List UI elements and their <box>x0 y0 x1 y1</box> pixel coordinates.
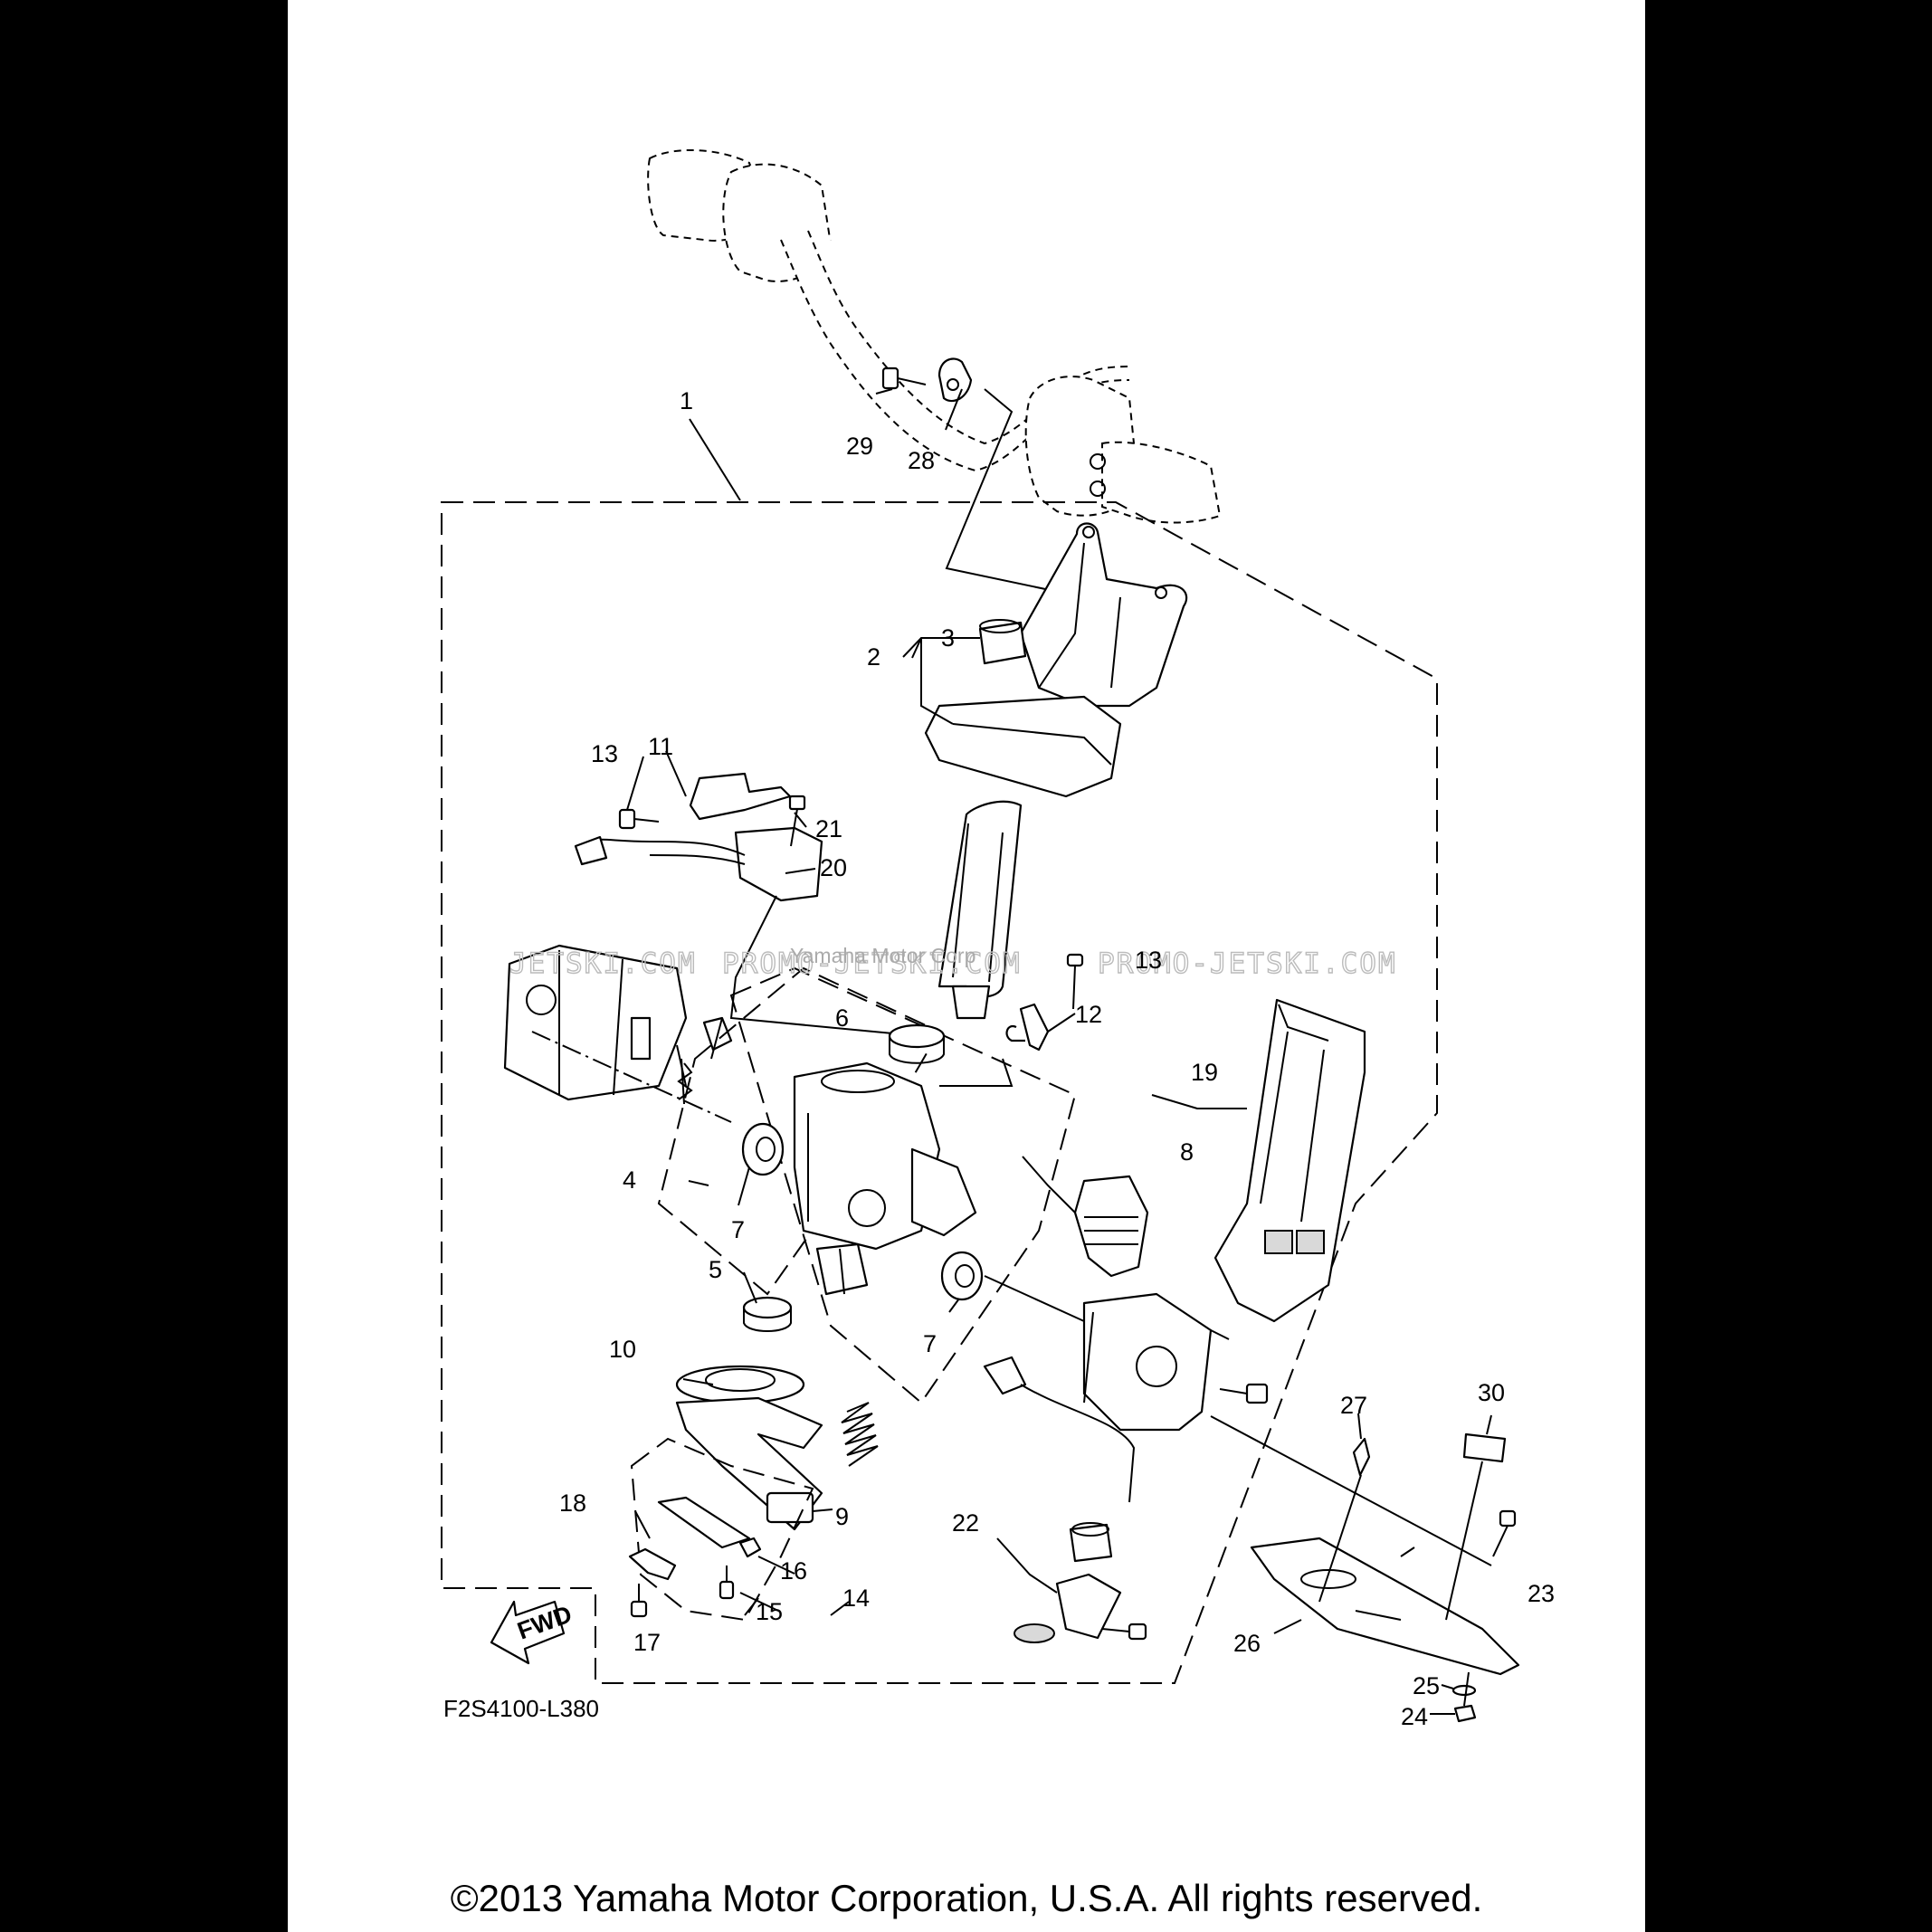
cable-connector <box>983 1356 1136 1503</box>
callout-28: 28 <box>908 447 935 474</box>
watermark: JETSKI.COM PROMO-JETSKI.COM PROMO-JETSKI… <box>509 944 1397 981</box>
rivet-27 <box>1318 1437 1371 1603</box>
callout-29: 29 <box>846 433 873 460</box>
assembly-22 <box>1014 1522 1147 1643</box>
callout-12: 12 <box>1075 1001 1102 1028</box>
spring <box>841 1402 879 1467</box>
clamp-28 <box>937 357 973 403</box>
callout-16: 16 <box>780 1557 807 1585</box>
washer-25 <box>1451 1684 1477 1697</box>
callout-10: 10 <box>609 1336 636 1363</box>
callout-4: 4 <box>623 1166 636 1194</box>
post-housing-4 <box>793 1061 977 1296</box>
link-14 <box>657 1496 751 1549</box>
part-callouts: 1 2 3 4 5 6 7 7 8 9 10 11 12 13 13 14 15… <box>559 387 1555 1730</box>
sensor-20 <box>574 826 823 902</box>
steering-bracket-2 <box>924 522 1188 1020</box>
callout-5: 5 <box>709 1256 722 1283</box>
callout-7-left: 7 <box>731 1216 745 1243</box>
clip-18 <box>628 1547 677 1581</box>
callout-7-right: 7 <box>923 1330 937 1357</box>
bolt-15 <box>719 1566 735 1600</box>
callout-21: 21 <box>815 815 842 842</box>
callout-24: 24 <box>1401 1703 1428 1730</box>
nut-16 <box>738 1537 762 1558</box>
watermark-small: Yamaha Motor Corp <box>790 944 976 967</box>
screw-13 <box>618 808 660 830</box>
base-plate-9 <box>675 1396 823 1531</box>
bolt-23 <box>1492 1509 1517 1557</box>
callout-1: 1 <box>680 387 693 414</box>
callout-15: 15 <box>756 1598 783 1625</box>
bolt-17 <box>630 1584 648 1618</box>
clip-12 <box>1005 1003 1050 1052</box>
watermark-right: PROMO-JETSKI.COM <box>1098 947 1397 980</box>
callout-9: 9 <box>835 1503 849 1530</box>
callout-3: 3 <box>941 624 955 652</box>
handlebar-ghost <box>647 149 1222 524</box>
nut-24 <box>1453 1704 1477 1723</box>
callout-6: 6 <box>835 1004 849 1032</box>
callout-8: 8 <box>1180 1138 1194 1166</box>
plate-26 <box>1250 1537 1520 1676</box>
callout-26: 26 <box>1233 1630 1261 1657</box>
exploded-parts-diagram: FWD <box>441 149 1555 1730</box>
diagram-code: F2S4100-L380 <box>443 1695 599 1722</box>
callout-20: 20 <box>820 854 847 881</box>
callout-22: 22 <box>952 1509 979 1537</box>
callout-13-left: 13 <box>591 740 618 767</box>
callout-30: 30 <box>1478 1379 1505 1406</box>
seal-10 <box>675 1365 805 1404</box>
callout-2: 2 <box>867 643 880 671</box>
callout-18: 18 <box>559 1489 586 1517</box>
callout-11: 11 <box>648 733 673 760</box>
sensor-8 <box>1073 1175 1149 1278</box>
right-housing <box>1082 1292 1269 1432</box>
bolt-29 <box>881 366 927 390</box>
cover-19 <box>1213 998 1366 1323</box>
watermark-left: JETSKI.COM <box>509 947 697 980</box>
callout-27: 27 <box>1340 1392 1367 1419</box>
copyright-notice: ©2013 Yamaha Motor Corporation, U.S.A. A… <box>450 1877 1483 1919</box>
screw-13-right <box>1066 953 1084 1010</box>
fwd-arrow-badge: FWD <box>490 1600 576 1665</box>
diagram-sheet: FWD <box>288 0 1645 1932</box>
bushing-6 <box>888 1023 946 1064</box>
callout-13-right: 13 <box>1135 947 1162 974</box>
bushing-3 <box>978 619 1027 665</box>
callout-14: 14 <box>842 1585 870 1612</box>
watermark-mid: PROMO-JETSKI.COM <box>722 947 1022 980</box>
assembly-boundary <box>441 501 1438 1684</box>
washer-7-right <box>940 1251 984 1301</box>
bracket-11 <box>689 772 792 821</box>
pad-30 <box>1445 1432 1507 1621</box>
left-housing <box>503 944 733 1105</box>
leader-lines <box>626 388 1492 1715</box>
callout-23: 23 <box>1528 1580 1555 1607</box>
washer-7-left <box>741 1122 785 1176</box>
callout-19: 19 <box>1191 1059 1218 1086</box>
callout-17: 17 <box>633 1629 661 1656</box>
bushing-5 <box>742 1296 793 1332</box>
callout-25: 25 <box>1413 1672 1440 1699</box>
